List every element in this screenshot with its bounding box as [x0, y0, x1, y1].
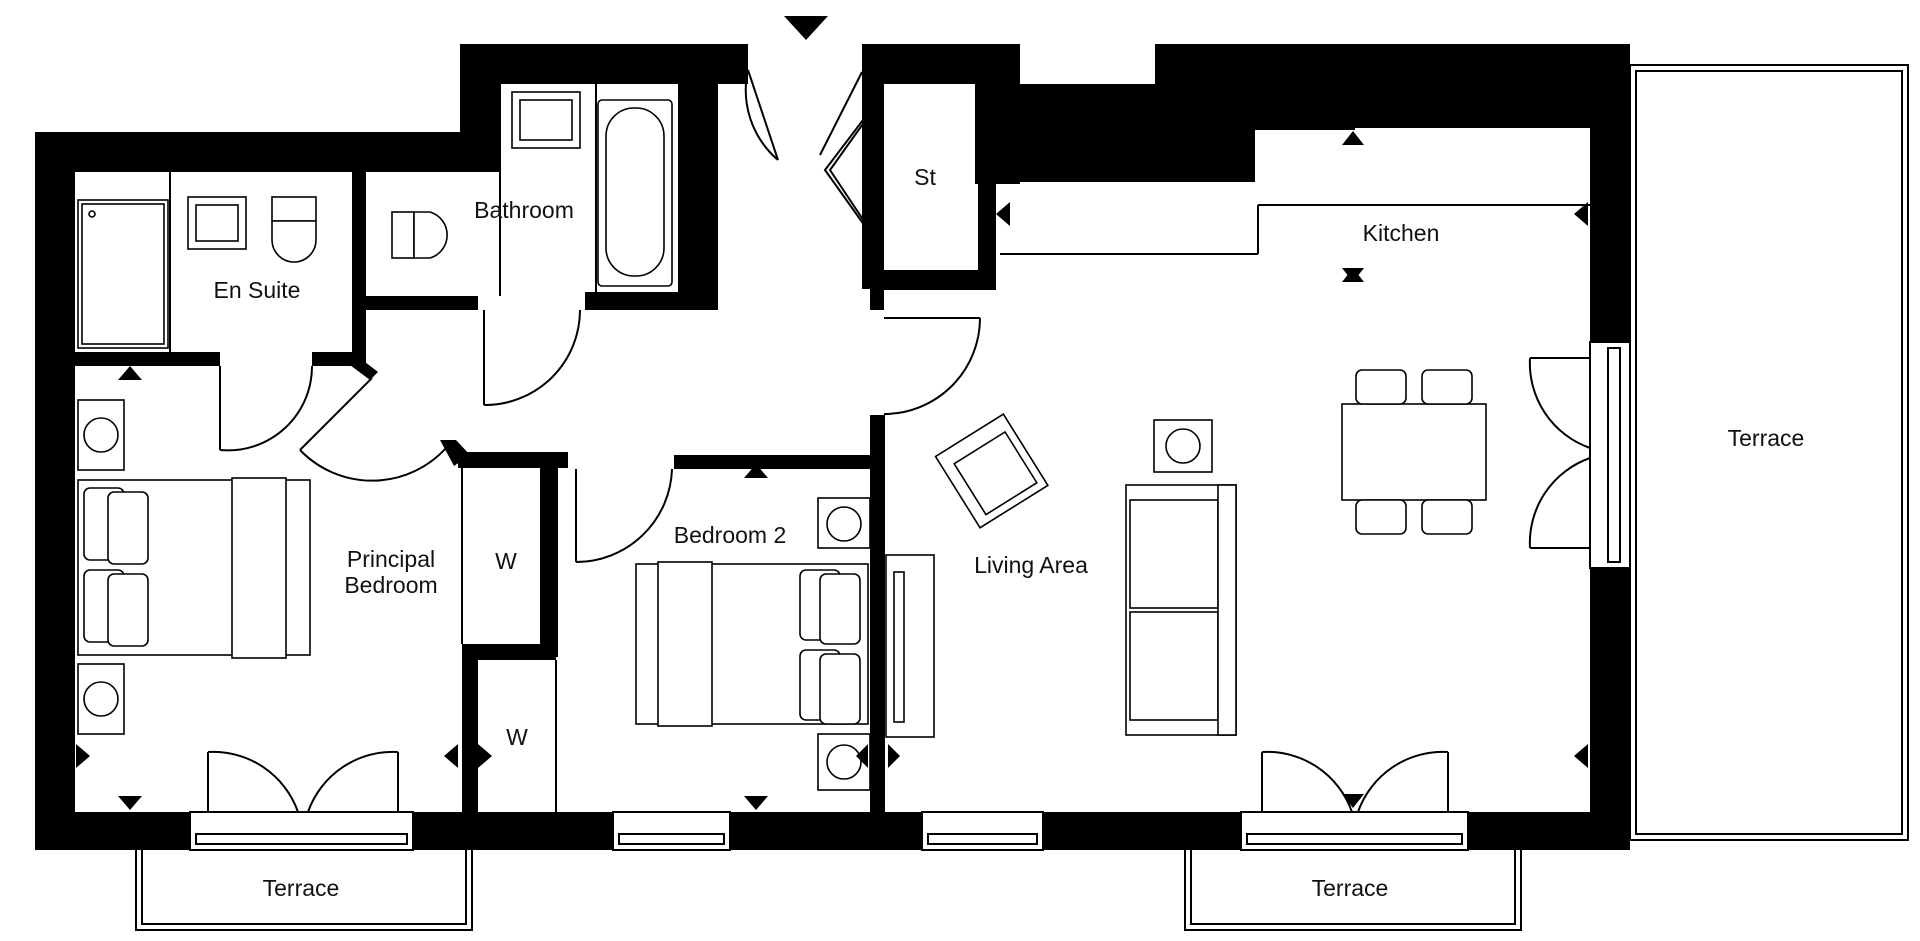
room-label-en-suite: En Suite — [214, 277, 301, 303]
room-label-principal-bedroom-line-2: Bedroom — [344, 572, 437, 598]
room-label-terrace-left: Terrace — [263, 875, 340, 901]
terrace-right-outline — [1629, 64, 1909, 841]
room-label-kitchen: Kitchen — [1363, 220, 1440, 246]
en-suite-fixtures — [77, 196, 317, 349]
room-label-bathroom: Bathroom — [474, 197, 574, 223]
room-label-living-area: Living Area — [974, 552, 1088, 578]
direction-markers — [76, 16, 1588, 810]
walls — [35, 44, 1630, 850]
doors — [207, 69, 1591, 813]
partitions — [169, 84, 1590, 812]
principal-bedroom-furniture — [77, 399, 311, 735]
windows — [189, 341, 1631, 851]
room-label-wardrobe-2: W — [506, 724, 528, 750]
room-label-terrace-right: Terrace — [1728, 425, 1805, 451]
room-label-wardrobe-1: W — [495, 548, 517, 574]
room-label-store: St — [914, 164, 936, 190]
living-area-furniture — [885, 369, 1487, 738]
room-label-terrace-center: Terrace — [1312, 875, 1389, 901]
bathroom-fixtures — [391, 91, 673, 287]
room-label-principal-bedroom-line-1: Principal — [347, 546, 435, 572]
bedroom-2-furniture — [635, 497, 871, 791]
room-label-bedroom-2: Bedroom 2 — [674, 522, 787, 548]
